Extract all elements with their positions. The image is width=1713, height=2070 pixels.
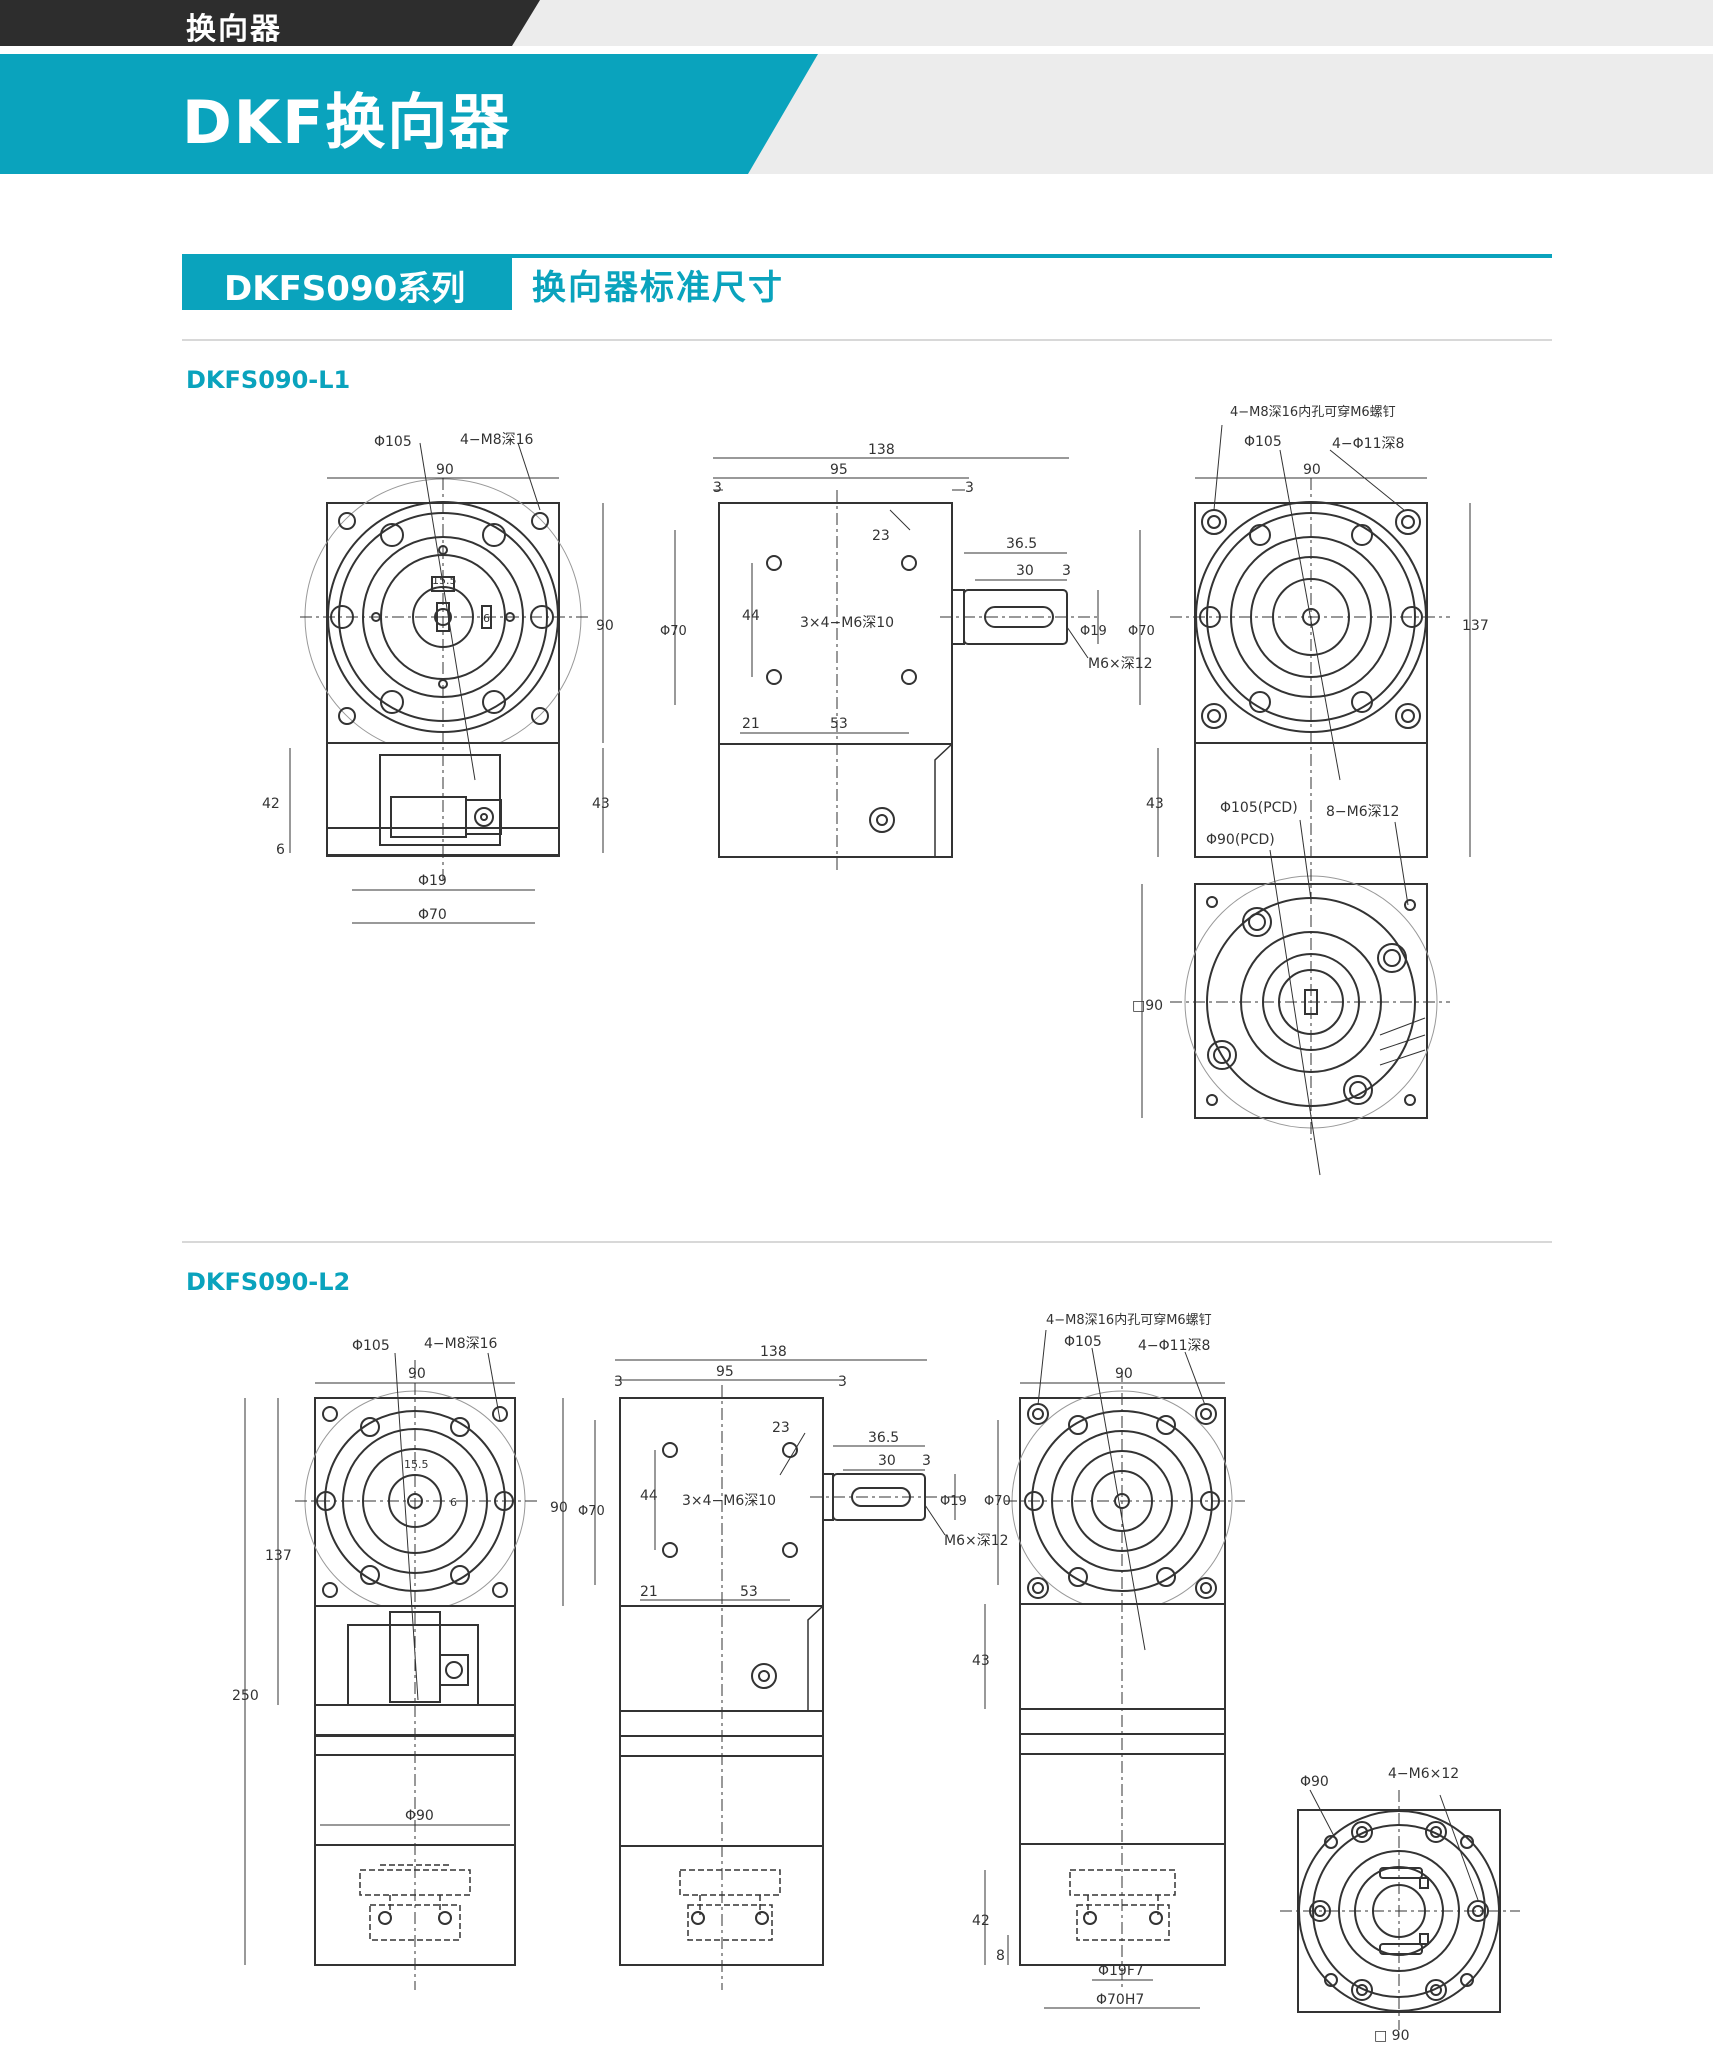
model-l1: DKFS090-L1 [186,366,351,394]
l2-side-23: 23 [772,1420,790,1436]
l1-front-90h: 90 [596,618,614,634]
l2-right-phi105: Φ105 [1064,1334,1102,1350]
l1-side-holes: 3×4−M6深10 [800,615,894,631]
l1-front-phi105: Φ105 [374,434,412,450]
l2-side-3b: 3 [838,1374,847,1390]
l2-side-3a: 3 [614,1374,623,1390]
l1-side-view [674,457,1141,870]
series-badge [182,254,512,310]
l2-side-44: 44 [640,1488,658,1504]
l2-side-phi70-right: Φ70 [984,1494,1011,1509]
divider [182,339,1552,341]
l1-side-3a: 3 [713,480,722,496]
l2-side-138: 138 [760,1344,787,1360]
l1-front-42: 42 [262,796,280,812]
l2-front-15-5: 15.5 [404,1458,429,1471]
l1-front-phi70: Φ70 [418,907,447,923]
l2-flange-4m6: 4−M6×12 [1388,1766,1459,1782]
l1-front-6k: 6 [483,612,490,625]
category-label: 换向器 [186,12,282,47]
l2-right-phi19f7: Φ19F7 [1098,1963,1144,1979]
l1-front-43: 43 [592,796,610,812]
l2-front-6k: 6 [450,1496,457,1509]
l1-front-6: 6 [276,842,285,858]
drawing-l1: Φ105 4−M8深16 90 90 42 6 43 Φ19 Φ70 15.5 … [262,404,1489,1176]
l1-right-pcd105: Φ105(PCD) [1220,800,1298,816]
l1-front-90w: 90 [436,462,454,478]
l2-right-43: 43 [972,1653,990,1669]
l1-side-44: 44 [742,608,760,624]
l1-front-15-5: 15.5 [432,574,457,587]
l1-side-phi70-right: Φ70 [1128,624,1155,639]
l2-side-holes: 3×4−M6深10 [682,1493,776,1509]
l1-right-pcd90: Φ90(PCD) [1206,832,1275,848]
l1-right-4phi11: 4−Φ11深8 [1332,436,1404,452]
l2-right-4m8-thru: 4−M8深16内孔可穿M6螺钉 [1046,1312,1212,1328]
l2-right-42: 42 [972,1913,990,1929]
l1-side-m6: M6×深12 [1088,656,1153,672]
l1-right-sq90: □90 [1132,998,1163,1014]
l2-right-phi70h7: Φ70H7 [1096,1992,1144,2008]
l2-side-95: 95 [716,1364,734,1380]
series-label: DKFS090系列 [224,269,466,309]
l2-side-view [594,1359,999,1990]
l2-right-view [984,1329,1245,2009]
l2-front-phi105: Φ105 [352,1338,390,1354]
l2-front-90h: 90 [550,1500,568,1516]
l1-front-phi19: Φ19 [418,873,447,889]
l2-flange-sq90: □ 90 [1374,2028,1410,2044]
l2-right-4phi11: 4−Φ11深8 [1138,1338,1210,1354]
divider [182,1241,1552,1243]
l1-front-4m8: 4−M8深16 [460,432,534,448]
l1-side-23: 23 [872,528,890,544]
l1-right-4m8-thru: 4−M8深16内孔可穿M6螺钉 [1230,404,1396,420]
l1-side-95: 95 [830,462,848,478]
l1-right-view [1141,424,1471,1176]
model-l2: DKFS090-L2 [186,1268,351,1296]
l1-side-3b: 3 [965,480,974,496]
l1-side-53: 53 [830,716,848,732]
l1-front-view [289,442,604,924]
drawing-l2: Φ105 4−M8深16 90 90 137 250 Φ90 15.5 6 [232,1312,1520,2044]
l1-side-phi70-left: Φ70 [660,624,687,639]
l2-side-3c: 3 [922,1453,931,1469]
l1-side-36-5: 36.5 [1006,536,1037,552]
l2-front-137: 137 [265,1548,292,1564]
section-title: 换向器标准尺寸 [532,268,784,308]
l1-right-90: 90 [1303,462,1321,478]
l2-front-90w: 90 [408,1366,426,1382]
l2-side-53: 53 [740,1584,758,1600]
l2-front-250: 250 [232,1688,259,1704]
l2-flange-phi90: Φ90 [1300,1774,1329,1790]
l1-right-8m6: 8−M6深12 [1326,804,1399,820]
l1-side-21: 21 [742,716,760,732]
l1-side-phi19: Φ19 [1080,624,1107,639]
l2-right-8: 8 [996,1948,1005,1964]
l2-side-phi70-left: Φ70 [578,1504,605,1519]
l1-side-3c: 3 [1062,563,1071,579]
l2-right-90: 90 [1115,1366,1133,1382]
l2-side-36-5: 36.5 [868,1430,899,1446]
l2-front-4m8: 4−M8深16 [424,1336,498,1352]
l1-side-138: 138 [868,442,895,458]
l2-flange-view [1280,1789,1520,2030]
page-title: DKF换向器 [182,88,512,158]
category-tab [0,0,540,46]
l1-right-phi105: Φ105 [1244,434,1282,450]
l2-side-phi19: Φ19 [940,1494,967,1509]
section-rule [182,254,1552,258]
l1-right-137: 137 [1462,618,1489,634]
l2-side-30: 30 [878,1453,896,1469]
title-band [0,54,818,174]
l2-side-21: 21 [640,1584,658,1600]
l1-side-30: 30 [1016,563,1034,579]
l1-right-43: 43 [1146,796,1164,812]
l2-side-m6: M6×深12 [944,1533,1009,1549]
l2-front-phi90: Φ90 [405,1808,434,1824]
l2-front-view [244,1352,564,1990]
